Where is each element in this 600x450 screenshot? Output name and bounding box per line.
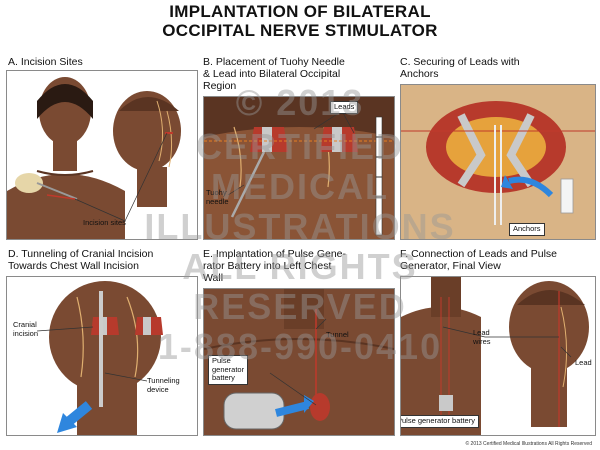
callout-leads: Leads <box>330 101 359 114</box>
callout-lead-wires: Lead wires <box>473 328 491 346</box>
callout-lead: Lead <box>575 358 592 367</box>
callout-anchors: Anchors <box>509 223 545 236</box>
panel-b-illustration: Leads Tuohy needle <box>203 96 395 240</box>
panel-d-illustration: Cranial incision Tunneling device <box>6 276 198 436</box>
callout-tunneling-device: Tunneling device <box>147 376 180 394</box>
page-title: IMPLANTATION OF BILATERAL OCCIPITAL NERV… <box>0 2 600 40</box>
panel-c-illustration: Anchors <box>400 84 596 240</box>
callout-tuohy-needle: Tuohy needle <box>206 188 229 206</box>
panel-a-illustration: Incision sites <box>6 70 198 240</box>
panel-f-illustration: Lead wires Lead Pulse generator battery <box>400 276 596 436</box>
panel-c-label: C. Securing of Leads with Anchors <box>400 56 520 80</box>
copyright-notice: © 2013 Certified Medical Illustrations A… <box>465 441 592 447</box>
callout-pulse-generator-battery-f: Pulse generator battery <box>401 415 479 428</box>
panel-b-label: B. Placement of Tuohy Needle & Lead into… <box>203 56 345 92</box>
callout-cranial-incision: Cranial incision <box>13 320 39 338</box>
callout-pulse-generator-battery: Pulse generator battery <box>208 355 249 385</box>
callout-incision-sites: Incision sites <box>83 218 126 227</box>
panel-f-label: F. Connection of Leads and Pulse Generat… <box>400 248 558 272</box>
callout-tunnel: Tunnel <box>326 330 349 339</box>
panel-d-label: D. Tunneling of Cranial Incision Towards… <box>8 248 154 272</box>
panel-e-label: E. Implantation of Pulse Gene- rator Bat… <box>203 248 346 284</box>
panel-e-illustration: Tunnel Pulse generator battery <box>203 288 395 436</box>
panel-a-label: A. Incision Sites <box>8 56 83 68</box>
title-line-1: IMPLANTATION OF BILATERAL <box>169 2 431 21</box>
title-line-2: OCCIPITAL NERVE STIMULATOR <box>162 21 438 40</box>
